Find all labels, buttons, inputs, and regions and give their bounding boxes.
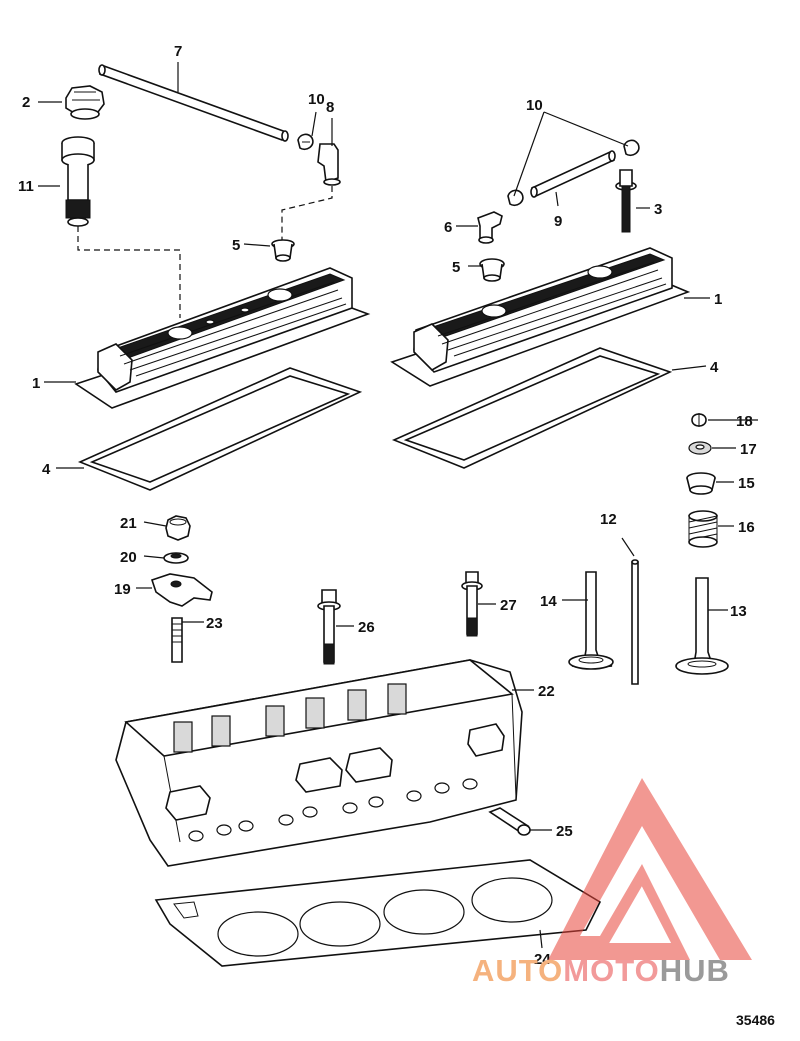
hose-clamp-left bbox=[297, 133, 314, 151]
intake-valve bbox=[675, 577, 729, 675]
callout-19: 19 bbox=[114, 581, 131, 598]
head-bolt-holes bbox=[188, 778, 478, 842]
callout-23: 23 bbox=[206, 615, 223, 632]
rocker-arm-nut bbox=[165, 515, 191, 541]
manifold-bolt bbox=[488, 807, 531, 836]
valve-keeper bbox=[691, 413, 707, 427]
callout-21: 21 bbox=[120, 515, 137, 532]
callout-1-right: 1 bbox=[714, 291, 722, 308]
hose-clamp-right-lower bbox=[507, 189, 524, 207]
callout-5-right: 5 bbox=[452, 259, 460, 276]
callout-12: 12 bbox=[600, 511, 617, 528]
callout-18: 18 bbox=[736, 413, 753, 430]
valve-cover-right bbox=[390, 247, 691, 387]
callout-10-left: 10 bbox=[308, 91, 325, 108]
grommet-left bbox=[271, 239, 295, 262]
elbow-fitting bbox=[317, 143, 341, 186]
callout-7-left: 7 bbox=[174, 43, 182, 60]
head-valve-springs bbox=[173, 683, 407, 753]
valve-cover-gasket-left bbox=[77, 367, 363, 491]
callout-1-left: 1 bbox=[32, 375, 40, 392]
callout-14: 14 bbox=[540, 593, 557, 610]
callout-20: 20 bbox=[120, 549, 137, 566]
valve-cover-left bbox=[74, 267, 371, 409]
callout-22: 22 bbox=[538, 683, 555, 700]
cover-bolt-right bbox=[615, 169, 637, 233]
logo-triangle-inner bbox=[598, 873, 681, 949]
grommet-right bbox=[479, 258, 505, 282]
brand-part-moto: MOTO bbox=[563, 953, 660, 988]
hose-clamp-right-upper bbox=[623, 139, 640, 157]
watermark-logo bbox=[548, 778, 752, 960]
rocker-ball bbox=[163, 552, 189, 564]
callout-2: 2 bbox=[22, 94, 30, 111]
callout-15: 15 bbox=[738, 475, 755, 492]
head-gasket bbox=[154, 859, 602, 967]
callout-17: 17 bbox=[740, 441, 757, 458]
callout-labels: 7 2 11 10 8 5 1 4 10 6 9 3 5 1 4 18 17 1… bbox=[18, 43, 757, 968]
callout-13: 13 bbox=[730, 603, 747, 620]
callout-24: 24 bbox=[534, 951, 551, 968]
rocker-stud bbox=[171, 617, 183, 663]
callout-11: 11 bbox=[18, 178, 34, 195]
valve-spring-retainer bbox=[686, 472, 716, 495]
rocker-arm bbox=[150, 573, 213, 607]
callout-4-left: 4 bbox=[42, 461, 51, 478]
breather-tube-left bbox=[98, 64, 289, 142]
callout-leaders bbox=[38, 62, 758, 949]
callout-16: 16 bbox=[738, 519, 755, 536]
logo-triangle-outer bbox=[548, 778, 752, 960]
breather-tube-right bbox=[530, 150, 616, 198]
callout-5-left: 5 bbox=[232, 237, 240, 254]
exhaust-valve bbox=[568, 571, 614, 670]
callout-3: 3 bbox=[654, 201, 662, 218]
oil-fill-tube bbox=[61, 136, 95, 227]
valve-cover-gasket-right bbox=[391, 347, 673, 469]
brand-part-hub: HUB bbox=[659, 953, 730, 988]
head-bolt-short bbox=[461, 571, 483, 637]
callout-8: 8 bbox=[326, 99, 334, 116]
cylinder-head bbox=[115, 659, 523, 867]
callout-4-right: 4 bbox=[710, 359, 719, 376]
valve-spring bbox=[688, 510, 718, 548]
valve-stem-seal bbox=[688, 441, 712, 455]
push-rod bbox=[631, 559, 639, 685]
elbow-fitting-right bbox=[477, 211, 503, 244]
callout-27: 27 bbox=[500, 597, 517, 614]
callout-26: 26 bbox=[358, 619, 375, 636]
brand-part-auto: AUTO bbox=[472, 953, 564, 988]
watermark-brand-text: AUTOMOTOHUB bbox=[472, 953, 730, 989]
callout-25: 25 bbox=[556, 823, 573, 840]
callout-9: 9 bbox=[554, 213, 562, 230]
figure-number: 35486 bbox=[736, 1012, 775, 1028]
callout-6: 6 bbox=[444, 219, 452, 236]
oil-fill-cap bbox=[65, 85, 105, 120]
callout-10-right: 10 bbox=[526, 97, 543, 114]
head-bolt-long bbox=[317, 589, 341, 665]
